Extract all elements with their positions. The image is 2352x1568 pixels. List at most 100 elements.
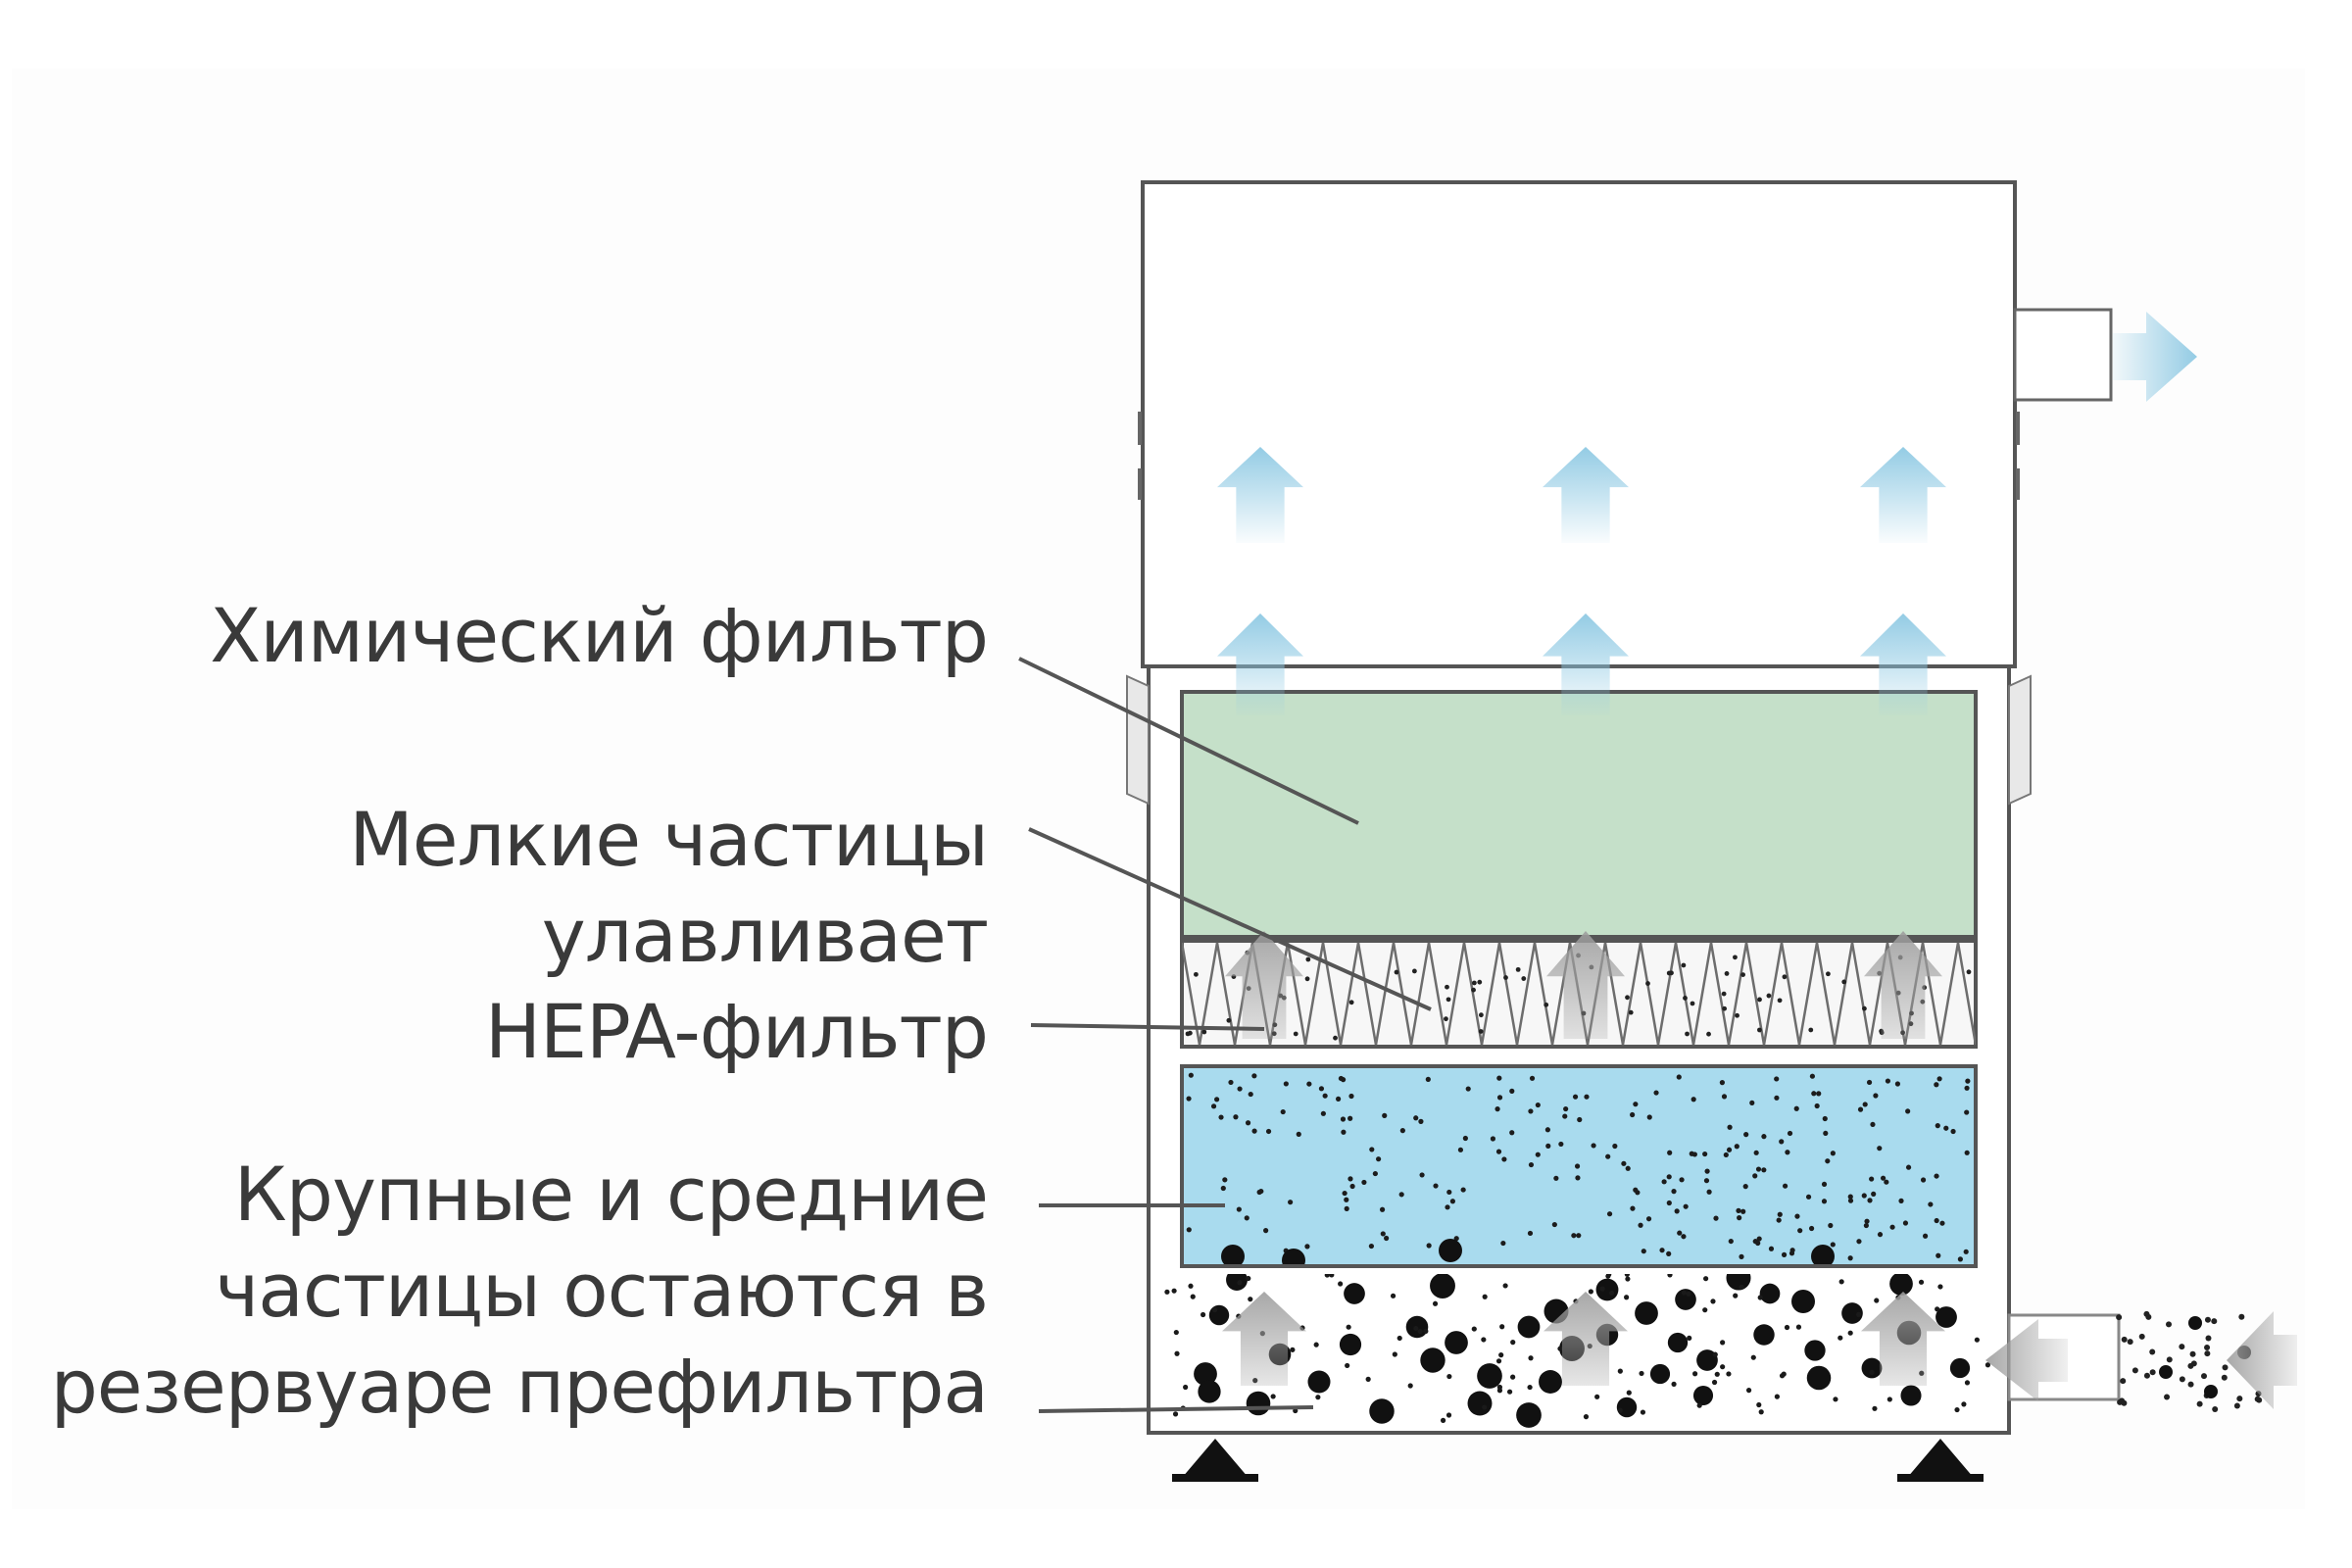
- particle-dot: [1188, 1283, 1194, 1289]
- particle-dot: [1686, 1291, 1691, 1297]
- particle-dot: [1392, 1351, 1397, 1357]
- particle-dot: [1417, 1328, 1423, 1335]
- particle-dot: [1200, 1311, 1206, 1318]
- particle-dot: [1782, 1183, 1788, 1189]
- particle-dot: [1965, 1078, 1971, 1084]
- particle-dot: [1761, 1167, 1767, 1173]
- particle-dot: [1739, 1253, 1744, 1259]
- particle-dot: [1935, 1306, 1940, 1312]
- particle-dot: [1733, 1293, 1739, 1298]
- particle-dot: [1336, 1096, 1342, 1102]
- particle-dot: [1645, 1216, 1652, 1222]
- particle-dot: [1880, 1175, 1886, 1181]
- particle-dot: [1574, 1163, 1581, 1169]
- particle-dot: [1841, 979, 1847, 985]
- particle-dot: [1794, 1213, 1800, 1219]
- particle-dot: [1418, 1118, 1424, 1124]
- particle-dot: [1164, 1289, 1170, 1295]
- particle-dot: [1720, 1340, 1726, 1346]
- particle-dot: [2149, 1369, 2156, 1376]
- large-particle: [1420, 1348, 1446, 1373]
- particle-dot: [1753, 1150, 1759, 1155]
- label-line: улавливает: [541, 892, 989, 979]
- particle-dot: [2196, 1400, 2203, 1407]
- particle-dot: [1344, 1205, 1349, 1211]
- particle-dot: [1426, 1243, 1432, 1249]
- particle-dot: [2166, 1356, 2173, 1363]
- particle-dot: [1390, 1293, 1396, 1298]
- particle-dot: [1313, 1342, 1319, 1348]
- particle-dot: [1446, 1189, 1452, 1196]
- large-particle: [1226, 1274, 1248, 1291]
- particle-dot: [1384, 1235, 1390, 1242]
- particle-dot: [1557, 1346, 1563, 1351]
- particle-dot: [1733, 955, 1738, 960]
- particle-dot: [1305, 956, 1311, 962]
- particle-dot: [1605, 1153, 1611, 1159]
- particle-dot: [1681, 1234, 1687, 1240]
- particle-dot: [1233, 1114, 1239, 1120]
- particle-dot: [1964, 1380, 1971, 1386]
- particle-dot: [2132, 1367, 2138, 1374]
- particle-dot: [1446, 1412, 1452, 1418]
- particle-dot: [1894, 1081, 1901, 1087]
- particle-dot: [1889, 1224, 1895, 1230]
- particle-dot: [1630, 1111, 1636, 1118]
- particle-dot: [1211, 1307, 1218, 1313]
- particle-dot: [1774, 1076, 1780, 1082]
- particle-dot: [2204, 1350, 2211, 1357]
- particle-dot: [2211, 1318, 2218, 1325]
- particle-dot: [1345, 1362, 1350, 1369]
- particle-dot: [1830, 1242, 1836, 1248]
- upper-chamber: [1141, 180, 2017, 668]
- particle-dot: [1774, 1095, 1780, 1101]
- particle-dot: [1625, 1276, 1631, 1282]
- particle-dot: [1318, 1086, 1325, 1092]
- particle-dot: [1676, 1074, 1682, 1080]
- particle-dot: [1329, 1274, 1335, 1278]
- large-particle: [1344, 1283, 1365, 1304]
- particle-dot: [1961, 1401, 1967, 1407]
- large-particle: [1430, 1274, 1455, 1298]
- particle-dot: [1974, 1337, 1980, 1343]
- particle-dot: [1369, 1147, 1375, 1152]
- large-particle: [1667, 1332, 1689, 1353]
- particle-dot: [1666, 1174, 1672, 1180]
- right-foot-base: [1897, 1474, 1984, 1482]
- particle-dot: [1830, 1151, 1836, 1156]
- prefilter-particles: [1186, 1072, 1971, 1264]
- particle-dot: [1283, 1081, 1289, 1087]
- particle-dot: [1563, 1105, 1569, 1112]
- large-particle: [1861, 1357, 1883, 1379]
- particle-dot: [1432, 1300, 1439, 1306]
- particle-dot: [1735, 1012, 1740, 1018]
- particle-dot: [1683, 996, 1688, 1001]
- particle-dot: [1690, 1097, 1696, 1102]
- particle-dot: [1453, 1236, 1459, 1242]
- arrow-up-icon: [1860, 447, 1946, 543]
- particle-dot: [1457, 1147, 1464, 1152]
- large-particle: [1198, 1380, 1221, 1403]
- particle-dot: [1728, 1238, 1734, 1245]
- large-particle: [2204, 1385, 2218, 1398]
- particle-dot: [1639, 1370, 1644, 1377]
- particle-dot: [1885, 1078, 1891, 1084]
- particle-dot: [1465, 1086, 1471, 1092]
- particle-dot: [2121, 1399, 2128, 1406]
- particle-dot: [1398, 1192, 1404, 1198]
- particle-dot: [1752, 1173, 1758, 1179]
- particle-dot: [1251, 1128, 1257, 1134]
- intake-arrow-icon: [1985, 1319, 2068, 1401]
- arrow-up-icon: [1864, 931, 1942, 1039]
- large-particle: [1221, 1245, 1245, 1264]
- particle-dot: [1478, 1029, 1484, 1034]
- arrow-up-icon: [1546, 931, 1625, 1039]
- particle-dot: [1433, 1183, 1439, 1189]
- label-line: Химический фильтр: [210, 592, 989, 679]
- particle-dot: [1809, 1073, 1816, 1079]
- particle-dot: [1446, 1373, 1452, 1380]
- particle-dot: [1478, 1012, 1484, 1018]
- large-particle: [2188, 1316, 2202, 1330]
- particle-dot: [1263, 1228, 1269, 1234]
- particle-dot: [1768, 1246, 1775, 1251]
